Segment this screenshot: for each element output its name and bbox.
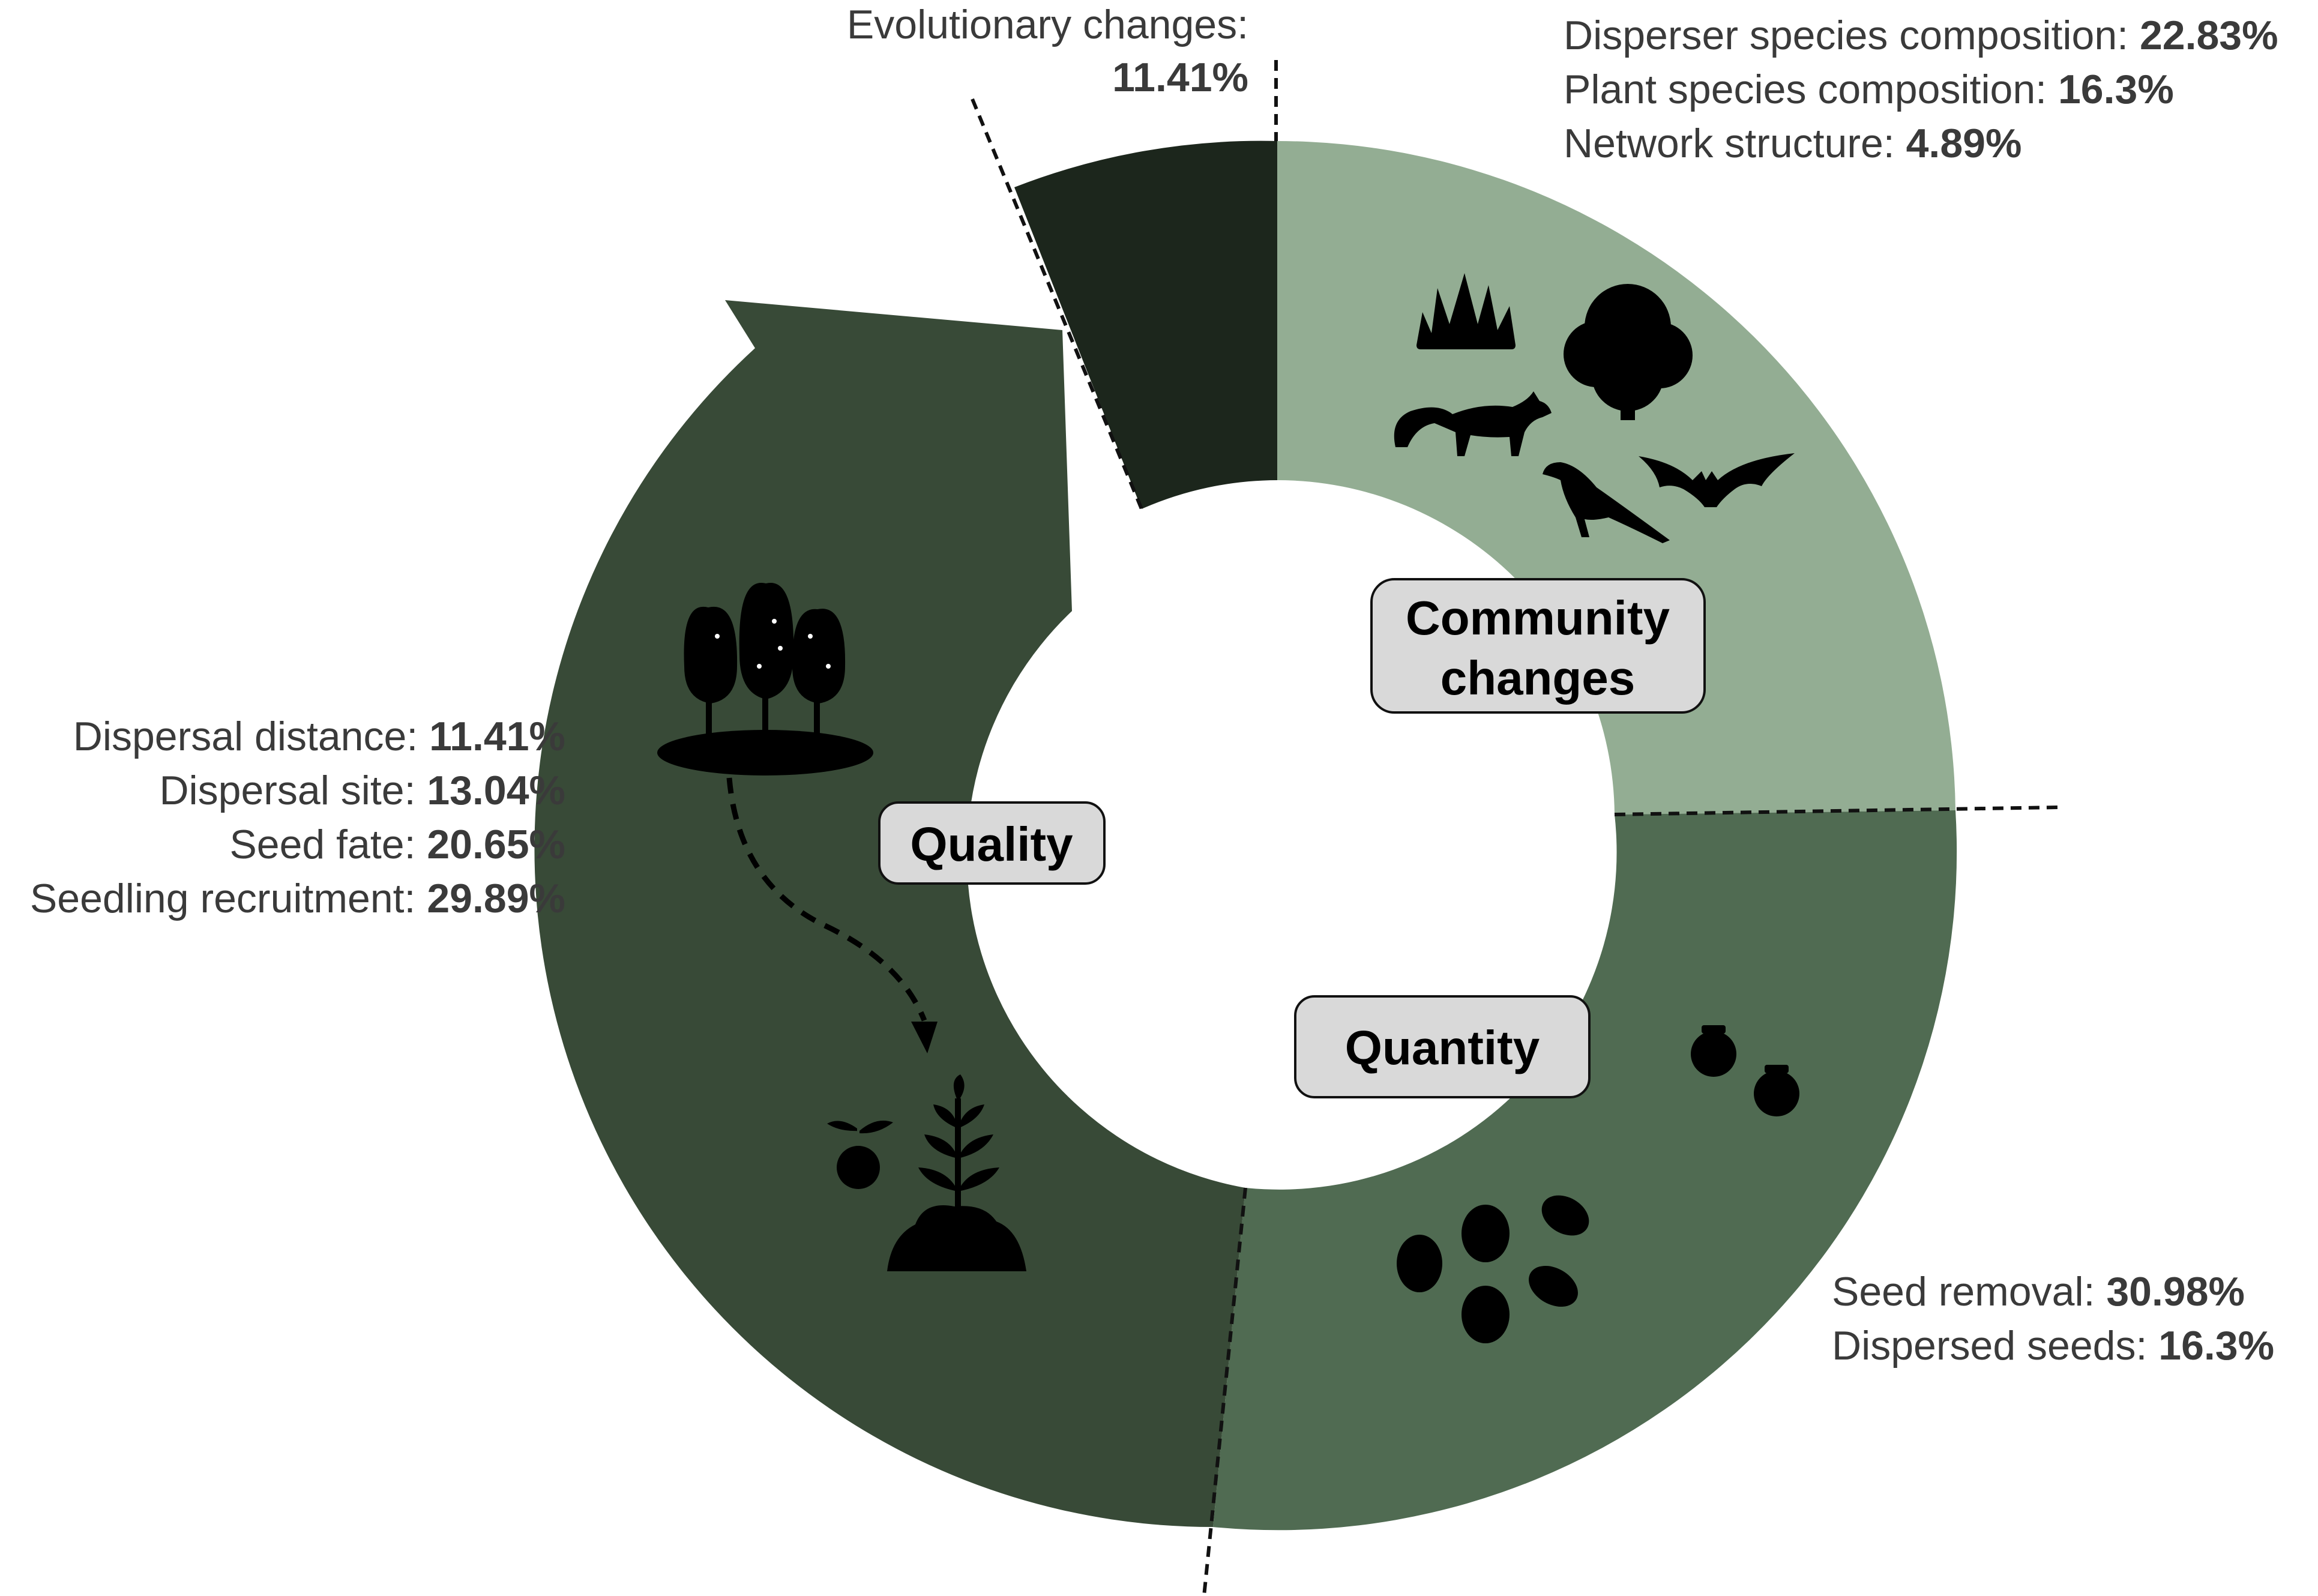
sector-evolutionary-changes	[1014, 140, 1277, 510]
sector-quantity	[1213, 810, 1957, 1531]
quantity-label-0: Seed removal:	[1832, 1269, 2106, 1314]
quality-value-2: 20.65%	[427, 822, 565, 867]
quality-label-text: Quality	[910, 818, 1073, 871]
divider-evolutionary-left	[971, 98, 1143, 510]
quality-value-3: 29.89%	[427, 876, 565, 921]
community-value-2: 4.89%	[1906, 121, 2022, 166]
community-changes-line2: changes	[1440, 651, 1636, 705]
quantity-label: Quantity	[1294, 995, 1591, 1098]
quality-annotation: Dispersal distance: 11.41% Dispersal sit…	[30, 714, 565, 921]
quantity-value-1: 16.3%	[2158, 1323, 2274, 1369]
shrub-icon	[1416, 273, 1516, 349]
community-line-2: Network structure: 4.89%	[1564, 121, 2021, 166]
fox-icon	[1394, 391, 1552, 456]
quantity-value-0: 30.98%	[2106, 1269, 2245, 1314]
community-label-2: Network structure:	[1564, 121, 1906, 166]
seedling-icon	[887, 1074, 1026, 1271]
sector-community-changes	[1277, 141, 1955, 815]
quantity-label-1: Dispersed seeds:	[1832, 1323, 2158, 1369]
quantity-label-text: Quantity	[1345, 1021, 1540, 1074]
tree-icon	[1564, 284, 1693, 420]
community-annotation: Disperser species composition: 22.83% Pl…	[1564, 13, 2278, 166]
quality-line-2: Seed fate: 20.65%	[229, 822, 565, 867]
quality-label-2: Seed fate:	[229, 822, 427, 867]
quality-label-1: Dispersal site:	[159, 768, 427, 813]
dashed-arrow-icon	[726, 777, 938, 1053]
seed-icon	[1397, 1195, 1589, 1343]
evolutionary-label: Evolutionary changes:	[847, 2, 1248, 47]
quality-value-1: 13.04%	[427, 768, 565, 813]
quality-label-0: Dispersal distance:	[73, 714, 429, 759]
bat-icon	[1639, 453, 1795, 507]
community-line-0: Disperser species composition: 22.83%	[1564, 13, 2278, 58]
quality-line-3: Seedling recruitment: 29.89%	[30, 876, 565, 921]
quality-value-0: 11.41%	[429, 714, 565, 759]
evolutionary-value: 11.41%	[1112, 55, 1248, 100]
evolutionary-annotation: Evolutionary changes: 11.41%	[847, 2, 1248, 100]
community-value-0: 22.83%	[2140, 13, 2278, 58]
berry-icon	[1691, 1025, 1799, 1116]
quality-line-0: Dispersal distance: 11.41%	[73, 714, 565, 759]
quality-label-3: Seedling recruitment:	[30, 876, 427, 921]
community-label-0: Disperser species composition:	[1564, 13, 2140, 58]
community-line-1: Plant species composition: 16.3%	[1564, 67, 2174, 112]
quality-line-1: Dispersal site: 13.04%	[159, 768, 565, 813]
fruit-sprout-icon	[827, 1121, 893, 1189]
community-label-1: Plant species composition:	[1564, 67, 2058, 112]
community-value-1: 16.3%	[2058, 67, 2174, 112]
quantity-line-0: Seed removal: 30.98%	[1832, 1269, 2245, 1314]
quantity-annotation: Seed removal: 30.98% Dispersed seeds: 16…	[1832, 1269, 2274, 1369]
tree-cluster-icon	[657, 582, 873, 775]
divider-right	[1614, 806, 2059, 816]
quantity-line-1: Dispersed seeds: 16.3%	[1832, 1323, 2274, 1369]
community-changes-line1: Community	[1406, 591, 1670, 645]
bird-icon	[1543, 462, 1670, 543]
quality-label: Quality	[878, 801, 1106, 885]
divider-bottom	[1202, 1187, 1247, 1596]
community-changes-label: Community changes	[1370, 578, 1706, 714]
